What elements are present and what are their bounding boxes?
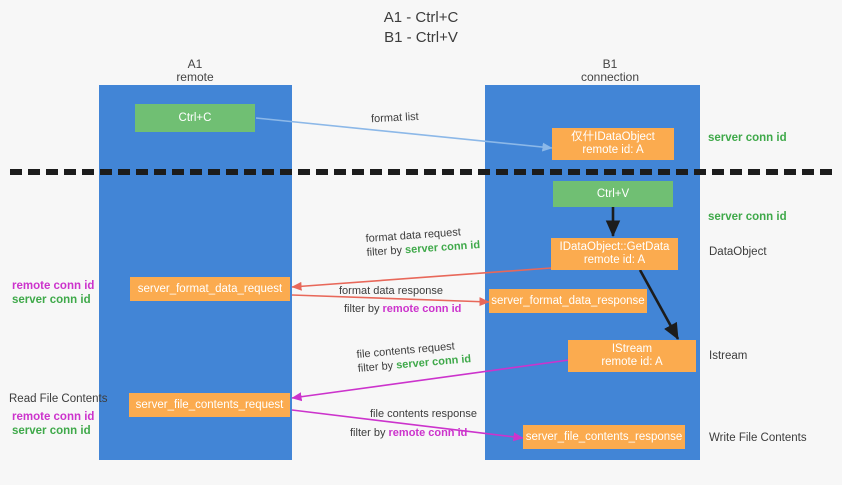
edge-label-format-data-response: format data response filter by remote co… [339, 284, 461, 316]
node-getdata-label: IDataObject::GetData [559, 241, 670, 253]
diagram-title: A1 - Ctrl+C B1 - Ctrl+V [0, 8, 842, 48]
lane-b1-sub: connection [580, 70, 640, 84]
lane-header-b1: B1 connection [540, 58, 680, 84]
node-server-format-data-response-label: server_format_data_response [491, 294, 645, 307]
note-istream: Istream [709, 350, 748, 362]
arrow-file-contents-response [291, 409, 524, 442]
note-conn-ids-lower: remote conn id server conn id [12, 410, 94, 438]
arrow-format-list [255, 117, 553, 152]
note-dataobject: DataObject [709, 246, 767, 258]
node-idataobject-remote-id: remote id: A [582, 144, 644, 156]
note-read-file-contents: Read File Contents [9, 393, 108, 405]
node-server-file-contents-response-label: server_file_contents_response [525, 430, 683, 443]
arrow-format-data-request [291, 267, 552, 291]
node-idataobject[interactable]: 仅什IDataObject remote id: A [552, 128, 674, 160]
note-server-conn-id-mid: server conn id [708, 211, 787, 223]
node-istream[interactable]: IStream remote id: A [568, 340, 696, 372]
note-server-conn-id-top: server conn id [708, 132, 787, 144]
title-line-2: B1 - Ctrl+V [384, 29, 458, 46]
node-ctrl-v-label: Ctrl+V [596, 187, 630, 200]
node-server-file-contents-request-label: server_file_contents_request [135, 398, 284, 411]
node-istream-remote-id: remote id: A [601, 356, 663, 368]
edge-label-format-list: format list [370, 110, 419, 126]
format-data-response-title: format data response [339, 285, 443, 297]
note-write-file-contents: Write File Contents [709, 432, 807, 444]
note-conn-ids-upper: remote conn id server conn id [12, 279, 94, 307]
edge-label-file-contents-response: file contents response filter by remote … [350, 407, 478, 440]
node-ctrl-c[interactable]: Ctrl+C [135, 104, 255, 132]
lane-header-a1: A1 remote [125, 58, 265, 84]
format-data-response-filter: filter by remote conn id [344, 303, 462, 315]
arrow-format-data-response [291, 294, 490, 307]
node-ctrl-c-label: Ctrl+C [178, 111, 212, 124]
node-server-format-data-request[interactable]: server_format_data_request [130, 277, 290, 301]
node-server-file-contents-response[interactable]: server_file_contents_response [523, 425, 685, 449]
file-contents-response-title: file contents response [370, 408, 478, 420]
file-contents-response-filter: filter by remote conn id [350, 427, 468, 439]
note-remote-conn-id-2: remote conn id [12, 411, 95, 423]
title-line-1: A1 - Ctrl+C [383, 9, 459, 26]
node-server-format-data-response[interactable]: server_format_data_response [489, 289, 647, 313]
node-istream-label: IStream [611, 343, 653, 355]
node-idataobject-label: 仅什IDataObject [571, 131, 655, 143]
node-ctrl-v[interactable]: Ctrl+V [553, 181, 673, 207]
lane-a1-name: A1 [187, 57, 203, 71]
lane-b1-name: B1 [602, 57, 618, 71]
node-getdata[interactable]: IDataObject::GetData remote id: A [551, 238, 678, 270]
arrow-file-contents-request [291, 359, 570, 402]
lane-a1-sub: remote [176, 70, 214, 84]
node-server-format-data-request-label: server_format_data_request [137, 282, 283, 295]
note-server-conn-id-1: server conn id [12, 294, 91, 306]
node-getdata-remote-id: remote id: A [583, 254, 646, 266]
note-server-conn-id-2: server conn id [12, 425, 91, 437]
phase-divider [10, 169, 832, 175]
node-server-file-contents-request[interactable]: server_file_contents_request [129, 393, 290, 417]
arrow-getdata-to-istream [638, 269, 680, 340]
note-remote-conn-id-1: remote conn id [12, 280, 95, 292]
